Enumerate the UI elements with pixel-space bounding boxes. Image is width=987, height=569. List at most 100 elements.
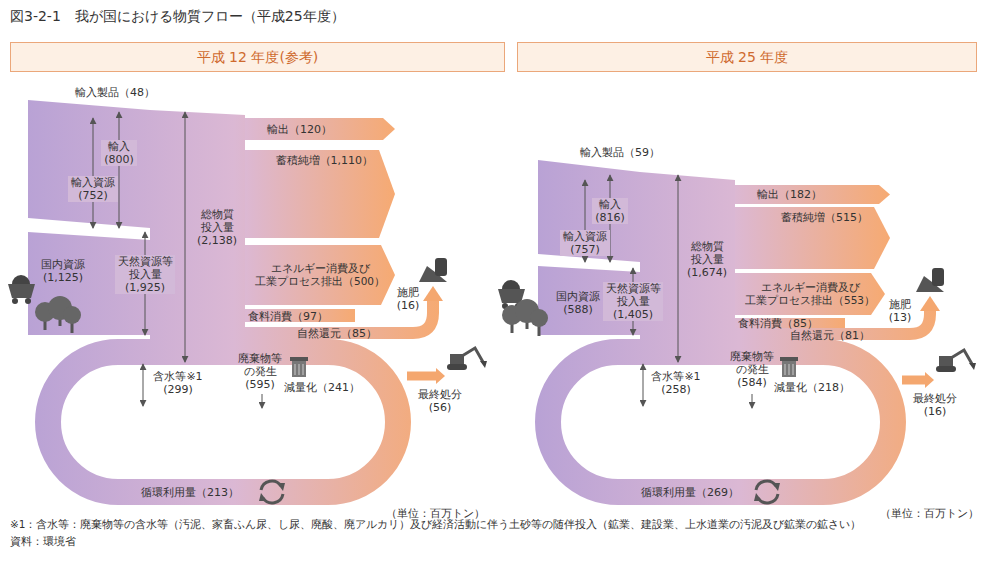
band-shape bbox=[245, 150, 395, 238]
flow-value: 自然還元（85） bbox=[297, 327, 377, 340]
flow-value: 食料消費（85） bbox=[738, 317, 818, 330]
band-text-area: 輸出（182） bbox=[735, 185, 890, 204]
dimension-arrow bbox=[678, 175, 679, 362]
dimension-arrow bbox=[643, 364, 644, 406]
flow-label: 輸出（120） bbox=[267, 123, 332, 136]
excavator-icon bbox=[936, 350, 976, 372]
input-column bbox=[150, 110, 245, 352]
flow-arrow-band: 輸出（182） bbox=[735, 185, 890, 204]
flow-value: 減量化（218） bbox=[774, 381, 850, 394]
illustration-part bbox=[290, 357, 308, 361]
illustration-part bbox=[435, 258, 447, 276]
flow-value: 総物質 投入量 (1,674) bbox=[684, 240, 730, 279]
flow-panel bbox=[498, 160, 976, 503]
illustration-part bbox=[295, 364, 296, 375]
disposal-arrowhead bbox=[925, 372, 934, 388]
illustration-part bbox=[25, 298, 31, 304]
figure-title: 図3-2-1 我が国における物質フロー（平成25年度） bbox=[10, 8, 345, 25]
trees-icon bbox=[502, 299, 548, 336]
excavator-bucket bbox=[969, 363, 976, 370]
band-text-area: 平成 12 年度(参考) bbox=[11, 43, 504, 71]
illustration-part bbox=[793, 364, 794, 375]
trees-icon bbox=[35, 296, 81, 333]
flow-value: 輸入製品（59） bbox=[580, 146, 660, 159]
illustration-part bbox=[932, 268, 944, 286]
flow-value: 循環利用量（213） bbox=[141, 486, 239, 499]
disposal-arrow bbox=[407, 372, 436, 381]
import-flow bbox=[28, 100, 150, 228]
recycle-arrowhead bbox=[259, 493, 267, 501]
food-band bbox=[735, 318, 845, 329]
flow-arrow-band: エネルギー消費及び 工業プロセス排出（553） bbox=[735, 273, 885, 315]
flow-value: 施肥 (13) bbox=[886, 298, 914, 324]
flow-value: 総物質 投入量 (2,138) bbox=[194, 208, 240, 247]
fertilizer-arrowhead bbox=[423, 286, 443, 301]
flow-value: 天然資源等 投入量 (1,925) bbox=[115, 255, 175, 294]
illustration-part bbox=[758, 494, 778, 503]
band-text-area: 蓄積純増（515） bbox=[735, 207, 890, 269]
band-shape bbox=[735, 207, 890, 269]
flow-label: 蓄積純増（515） bbox=[781, 211, 868, 224]
illustration-part bbox=[530, 309, 548, 327]
illustration-part bbox=[63, 306, 81, 324]
illustration-part bbox=[936, 366, 956, 372]
band-shape bbox=[245, 118, 395, 140]
recycle-arrowhead bbox=[772, 483, 780, 491]
band-text-area: 平成 25 年度 bbox=[518, 43, 976, 71]
flow-arrow-band: 輸出（120） bbox=[245, 118, 395, 140]
illustration-part bbox=[292, 361, 306, 377]
excavator-icon bbox=[447, 348, 487, 370]
flow-value: 食料消費（97） bbox=[248, 310, 328, 323]
footnote: 資料：環境省 bbox=[10, 535, 76, 548]
illustration-part bbox=[447, 364, 467, 370]
band-shape bbox=[245, 245, 395, 305]
flow-value: 天然資源等 投入量 (1,405) bbox=[603, 282, 663, 321]
flow-value: 国内資源 (588) bbox=[554, 290, 602, 316]
band-text-area: 蓄積純増（1,110） bbox=[245, 150, 395, 238]
flow-value: 廃棄物等 の発生 (595) bbox=[236, 352, 284, 391]
flow-value: 国内資源 (1,125) bbox=[39, 258, 87, 284]
trash-bin-icon bbox=[290, 357, 308, 377]
flow-value: 最終処分 (56) bbox=[416, 388, 464, 414]
illustration-part bbox=[303, 364, 304, 375]
flow-arrow-band: 蓄積純増（515） bbox=[735, 207, 890, 269]
dimension-arrow bbox=[93, 118, 94, 228]
dimension-arrow bbox=[119, 112, 120, 228]
flow-panel bbox=[8, 100, 487, 503]
illustration-part bbox=[785, 364, 786, 375]
recycle-icon bbox=[259, 481, 285, 503]
flow-label: 輸出（182） bbox=[757, 188, 822, 201]
recycle-icon bbox=[754, 481, 780, 503]
flow-arrow-band: 蓄積純増（1,110） bbox=[245, 150, 395, 238]
flow-label: エネルギー消費及び 工業プロセス排出（500） bbox=[253, 262, 387, 288]
flow-arrow-band: エネルギー消費及び 工業プロセス排出（500） bbox=[245, 245, 395, 305]
fertilizer-heap-icon bbox=[916, 268, 944, 292]
disposal-arrow bbox=[902, 376, 925, 385]
flow-value: 輸入資源 (757) bbox=[560, 230, 610, 256]
dimension-arrow bbox=[185, 112, 186, 362]
band-shape bbox=[735, 273, 885, 315]
flow-value: （単位：百万トン） bbox=[880, 507, 979, 520]
flow-value: 減量化（241） bbox=[284, 381, 360, 394]
disposal-arrowhead bbox=[436, 368, 445, 384]
illustration-part bbox=[263, 494, 283, 503]
recycle-arrowhead bbox=[754, 493, 762, 501]
footnote: ※1：含水等：廃棄物等の含水等（汚泥、家畜ふん尿、し尿、廃酸、廃アルカリ）及び経… bbox=[10, 518, 980, 531]
band-shape bbox=[735, 185, 890, 204]
panel-title: 平成 12 年度(参考) bbox=[197, 49, 319, 66]
recycling-loop bbox=[548, 352, 893, 492]
coal-cart-icon bbox=[8, 275, 35, 304]
band-text-area: 輸出（120） bbox=[245, 118, 395, 140]
cart-body bbox=[8, 284, 35, 298]
fertilizer-heap-icon bbox=[419, 258, 447, 282]
dimension-arrow bbox=[262, 394, 263, 408]
flow-value: 循環利用量（269） bbox=[641, 486, 739, 499]
flow-value: 最終処分 (16) bbox=[911, 392, 959, 418]
flow-value: 自然還元（81） bbox=[790, 329, 870, 342]
illustration-part bbox=[789, 364, 790, 375]
illustration-part bbox=[261, 481, 281, 490]
panel-header: 平成 12 年度(参考) bbox=[10, 42, 505, 72]
recycling-loop bbox=[48, 352, 398, 492]
panel-title: 平成 25 年度 bbox=[706, 49, 789, 66]
